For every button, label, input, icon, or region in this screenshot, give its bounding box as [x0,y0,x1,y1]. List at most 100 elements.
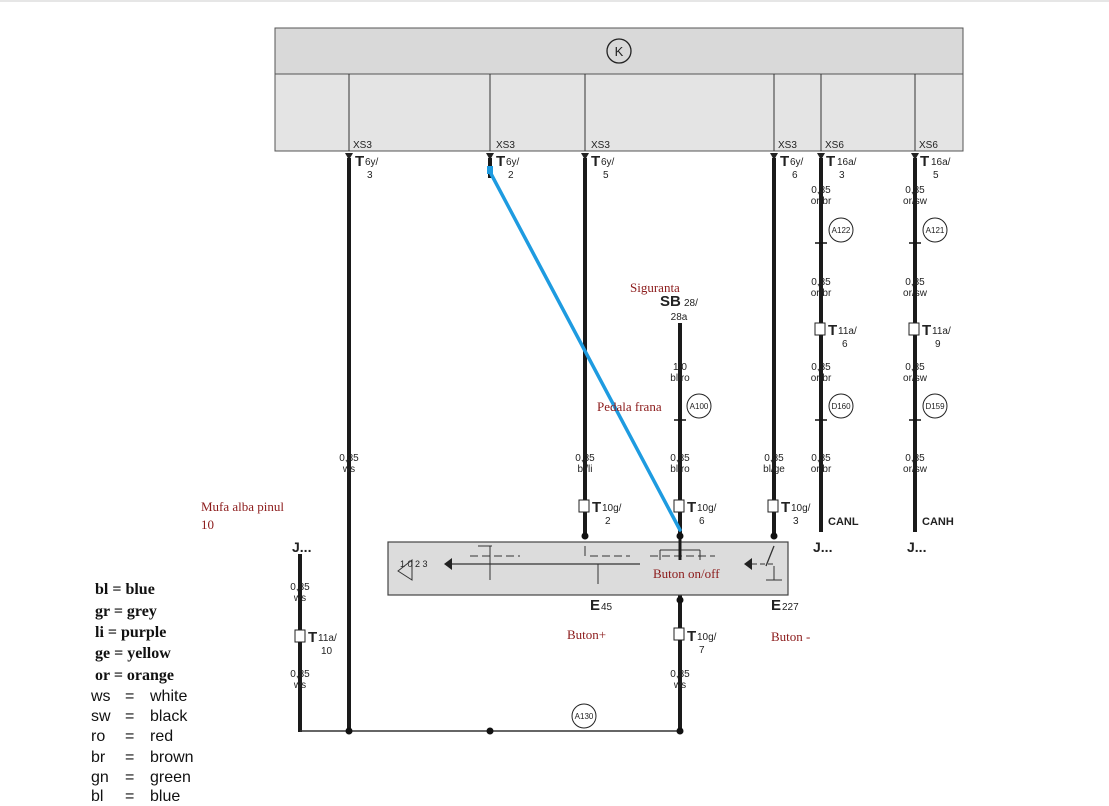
svg-text:6y/: 6y/ [601,157,615,168]
wire-color: or/br [811,196,832,207]
svg-text:XS3: XS3 [591,140,610,151]
wire-color: ws [293,680,306,691]
connector-c_t10g3: T 10g/ 3 [767,499,811,527]
wire-color: bl/ro [670,464,690,475]
component-e45: E 45 [590,597,613,614]
wire-size: 0,35 [764,453,784,464]
svg-text:XS6: XS6 [919,140,938,151]
annotation-buton-onoff: Buton on/off [653,566,720,581]
legend-eq: = [125,688,135,705]
svg-text:5: 5 [603,170,609,181]
junction-a122: A122 [828,217,854,243]
svg-text:XS3: XS3 [496,140,515,151]
svg-text:3: 3 [367,170,373,181]
annotation-mufa-1: Mufa alba pinul [201,499,285,514]
svg-text:T: T [355,153,364,170]
annotation-mufa-2: 10 [201,517,214,532]
pin-p3: XS3 T 6y/ 5 [591,140,615,181]
connector-c_t11a9: T 11a/ 9 [908,322,951,350]
legend-item: ge = yellow [95,645,171,662]
svg-text:D160: D160 [831,402,851,411]
wire-size: 0,35 [905,185,925,196]
connector-c_t11a6: T 11a/ 6 [814,322,857,350]
component-e227: E 227 [771,597,799,614]
wire-color: or/br [811,464,832,475]
connector-c_t11a10: T 11a/ 10 [294,629,337,657]
canl-label: CANL [828,516,859,528]
legend-item: gr = grey [95,603,157,620]
svg-text:T: T [781,499,790,516]
svg-text:11a/: 11a/ [932,326,951,337]
svg-text:SB: SB [660,293,681,310]
svg-text:T: T [780,153,789,170]
svg-text:11a/: 11a/ [838,326,857,337]
wire-size: 0,35 [670,453,690,464]
j-label: J... [292,539,311,555]
control-unit-block: K [274,27,964,152]
wire-size: 0,35 [905,453,925,464]
svg-text:XS3: XS3 [353,140,372,151]
wire-color: or/sw [903,464,928,475]
junction-a100: A100 [686,393,712,419]
switch-housing: 1 0 2 3 [387,536,789,596]
annotation-pedala: Pedala frana [597,399,662,414]
svg-text:28a: 28a [671,312,688,323]
wire-color: bl/ge [763,464,785,475]
svg-text:16a/: 16a/ [837,157,857,168]
svg-text:T: T [922,322,931,339]
svg-text:6y/: 6y/ [506,157,520,168]
svg-text:6: 6 [699,516,705,527]
switch-scale: 1 0 2 3 [400,559,428,569]
legend-code: sw [91,708,111,725]
svg-text:D159: D159 [925,402,945,411]
svg-text:2: 2 [605,516,611,527]
legend-eq: = [125,728,135,745]
wire-size: 0,35 [905,362,925,373]
wire-color: ws [293,593,306,604]
legend-eq: = [125,708,135,725]
legend-code: ro [91,728,106,745]
junctions: A122 A121 A100 D160 D159 A130 [571,217,948,729]
annotation-buton-plus: Buton+ [567,627,607,642]
junction-d160: D160 [828,393,854,419]
wire-color: ws [673,680,686,691]
svg-text:7: 7 [699,645,705,656]
svg-text:9: 9 [935,339,941,350]
legend-name: white [150,688,188,705]
wire-color: or/br [811,373,832,384]
svg-text:10g/: 10g/ [697,632,717,643]
svg-text:T: T [687,499,696,516]
wire-labels: 0,35 ws 0,35 bl/li 1,0 bl/ro 0,35 bl/ro … [290,185,927,691]
pin-p5: XS6 T 16a/ 3 [825,140,857,181]
legend-item: bl = blue [95,581,155,598]
wire-size: 0,35 [811,362,831,373]
svg-text:16a/: 16a/ [931,157,951,168]
legend-code: bl [91,788,104,805]
svg-text:T: T [920,153,929,170]
svg-text:10g/: 10g/ [602,503,622,514]
svg-text:227: 227 [782,602,799,613]
junction-a121: A121 [922,217,948,243]
svg-text:3: 3 [839,170,845,181]
svg-text:A122: A122 [832,226,851,235]
wire-color: or/sw [903,288,928,299]
wire-size: 0,35 [811,185,831,196]
wire-color: or/br [811,288,832,299]
svg-text:XS6: XS6 [825,140,844,151]
svg-text:10: 10 [321,646,333,657]
legend-item: li = purple [95,624,167,641]
canh-label: CANH [922,516,954,528]
wire-color: ws [342,464,355,475]
junction-a130: A130 [571,703,597,729]
wire-size: 1,0 [673,362,687,373]
annotation-buton-minus: Buton - [771,629,811,644]
legend-item: or = orange [95,667,175,684]
svg-text:10g/: 10g/ [697,503,717,514]
pin-p2: XS3 T 6y/ 2 [496,140,520,181]
wire-size: 0,35 [905,277,925,288]
svg-text:11a/: 11a/ [318,633,337,644]
annotation-siguranta: Siguranta [630,280,680,295]
svg-text:6y/: 6y/ [365,157,379,168]
pin-p6: XS6 T 16a/ 5 [919,140,951,181]
